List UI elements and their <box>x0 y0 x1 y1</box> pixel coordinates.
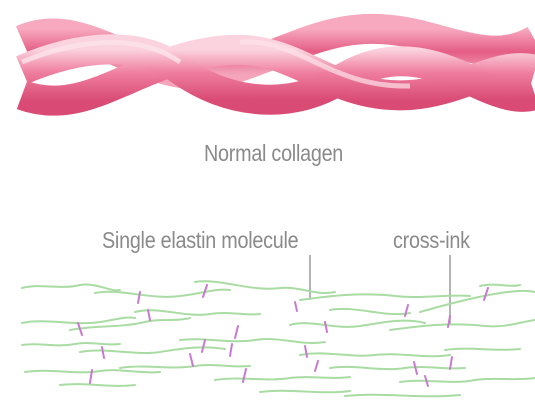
elastin-fibers <box>22 281 535 396</box>
crosslinks <box>78 285 488 386</box>
